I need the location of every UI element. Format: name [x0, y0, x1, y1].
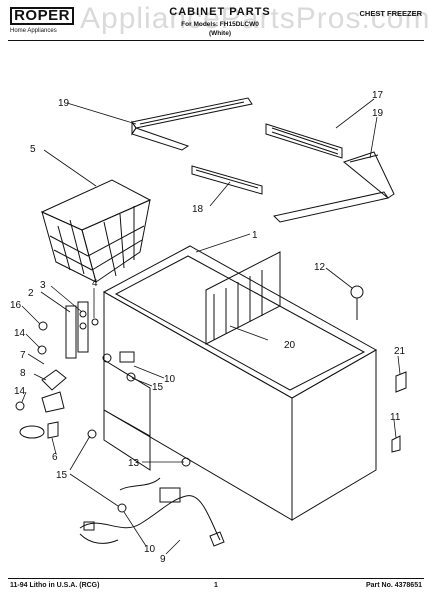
- page-title: CABINET PARTS: [169, 6, 271, 18]
- brand-logo: ROPER: [10, 7, 74, 25]
- hinge-part: [65, 301, 99, 359]
- breaker-strip-part: [265, 123, 343, 159]
- lid-frame-right-part: [272, 151, 395, 223]
- model-number: For Models: FH15DLCW0: [181, 21, 259, 28]
- callout-17: 17: [372, 90, 384, 101]
- wiring-harness-part: [79, 477, 225, 547]
- callout-2: 2: [28, 288, 34, 299]
- trim-strip-part: [191, 165, 263, 195]
- callout-9: 9: [160, 554, 166, 565]
- watermark: AppliancePartsPros.com: [80, 2, 431, 35]
- callout-5: 5: [30, 144, 36, 155]
- lid-frame-part: [131, 97, 253, 151]
- header-divider: [8, 40, 424, 41]
- callout-3: 3: [40, 280, 46, 291]
- callout-8: 8: [20, 368, 26, 379]
- callout-14-top: 14: [14, 328, 26, 339]
- callout-13: 13: [128, 458, 140, 469]
- brand-subtitle: Home Appliances: [10, 28, 57, 34]
- callout-20: 20: [284, 340, 296, 351]
- footer-part-number: Part No. 4378651: [365, 582, 422, 589]
- cabinet-part: [102, 245, 378, 521]
- callout-18: 18: [192, 204, 204, 215]
- callout-11: 11: [390, 412, 401, 423]
- wire-basket-part: [40, 179, 152, 283]
- callout-10-bottom: 10: [144, 544, 156, 555]
- callout-12: 12: [314, 262, 326, 273]
- footer-page-number: 1: [214, 582, 218, 589]
- leader-lines: [21, 98, 401, 555]
- callout-4: 4: [92, 278, 98, 289]
- callout-10-top: 10: [164, 374, 176, 385]
- callout-15-top: 15: [152, 382, 164, 393]
- callout-1: 1: [252, 230, 258, 241]
- callout-14-bottom: 14: [14, 386, 26, 397]
- callout-16: 16: [10, 300, 22, 311]
- callout-6: 6: [52, 452, 58, 463]
- callout-21: 21: [394, 346, 406, 357]
- model-variant: (White): [208, 30, 232, 37]
- callout-15-bottom: 15: [56, 470, 68, 481]
- callout-7: 7: [20, 350, 26, 361]
- callout-19-right: 19: [372, 108, 384, 119]
- footer-divider: [8, 578, 424, 579]
- product-name: CHEST FREEZER: [359, 9, 422, 18]
- footer-print-info: 11-94 Litho in U.S.A. (RCG): [10, 582, 100, 589]
- callout-19-left: 19: [58, 98, 70, 109]
- divider-part: [205, 251, 281, 345]
